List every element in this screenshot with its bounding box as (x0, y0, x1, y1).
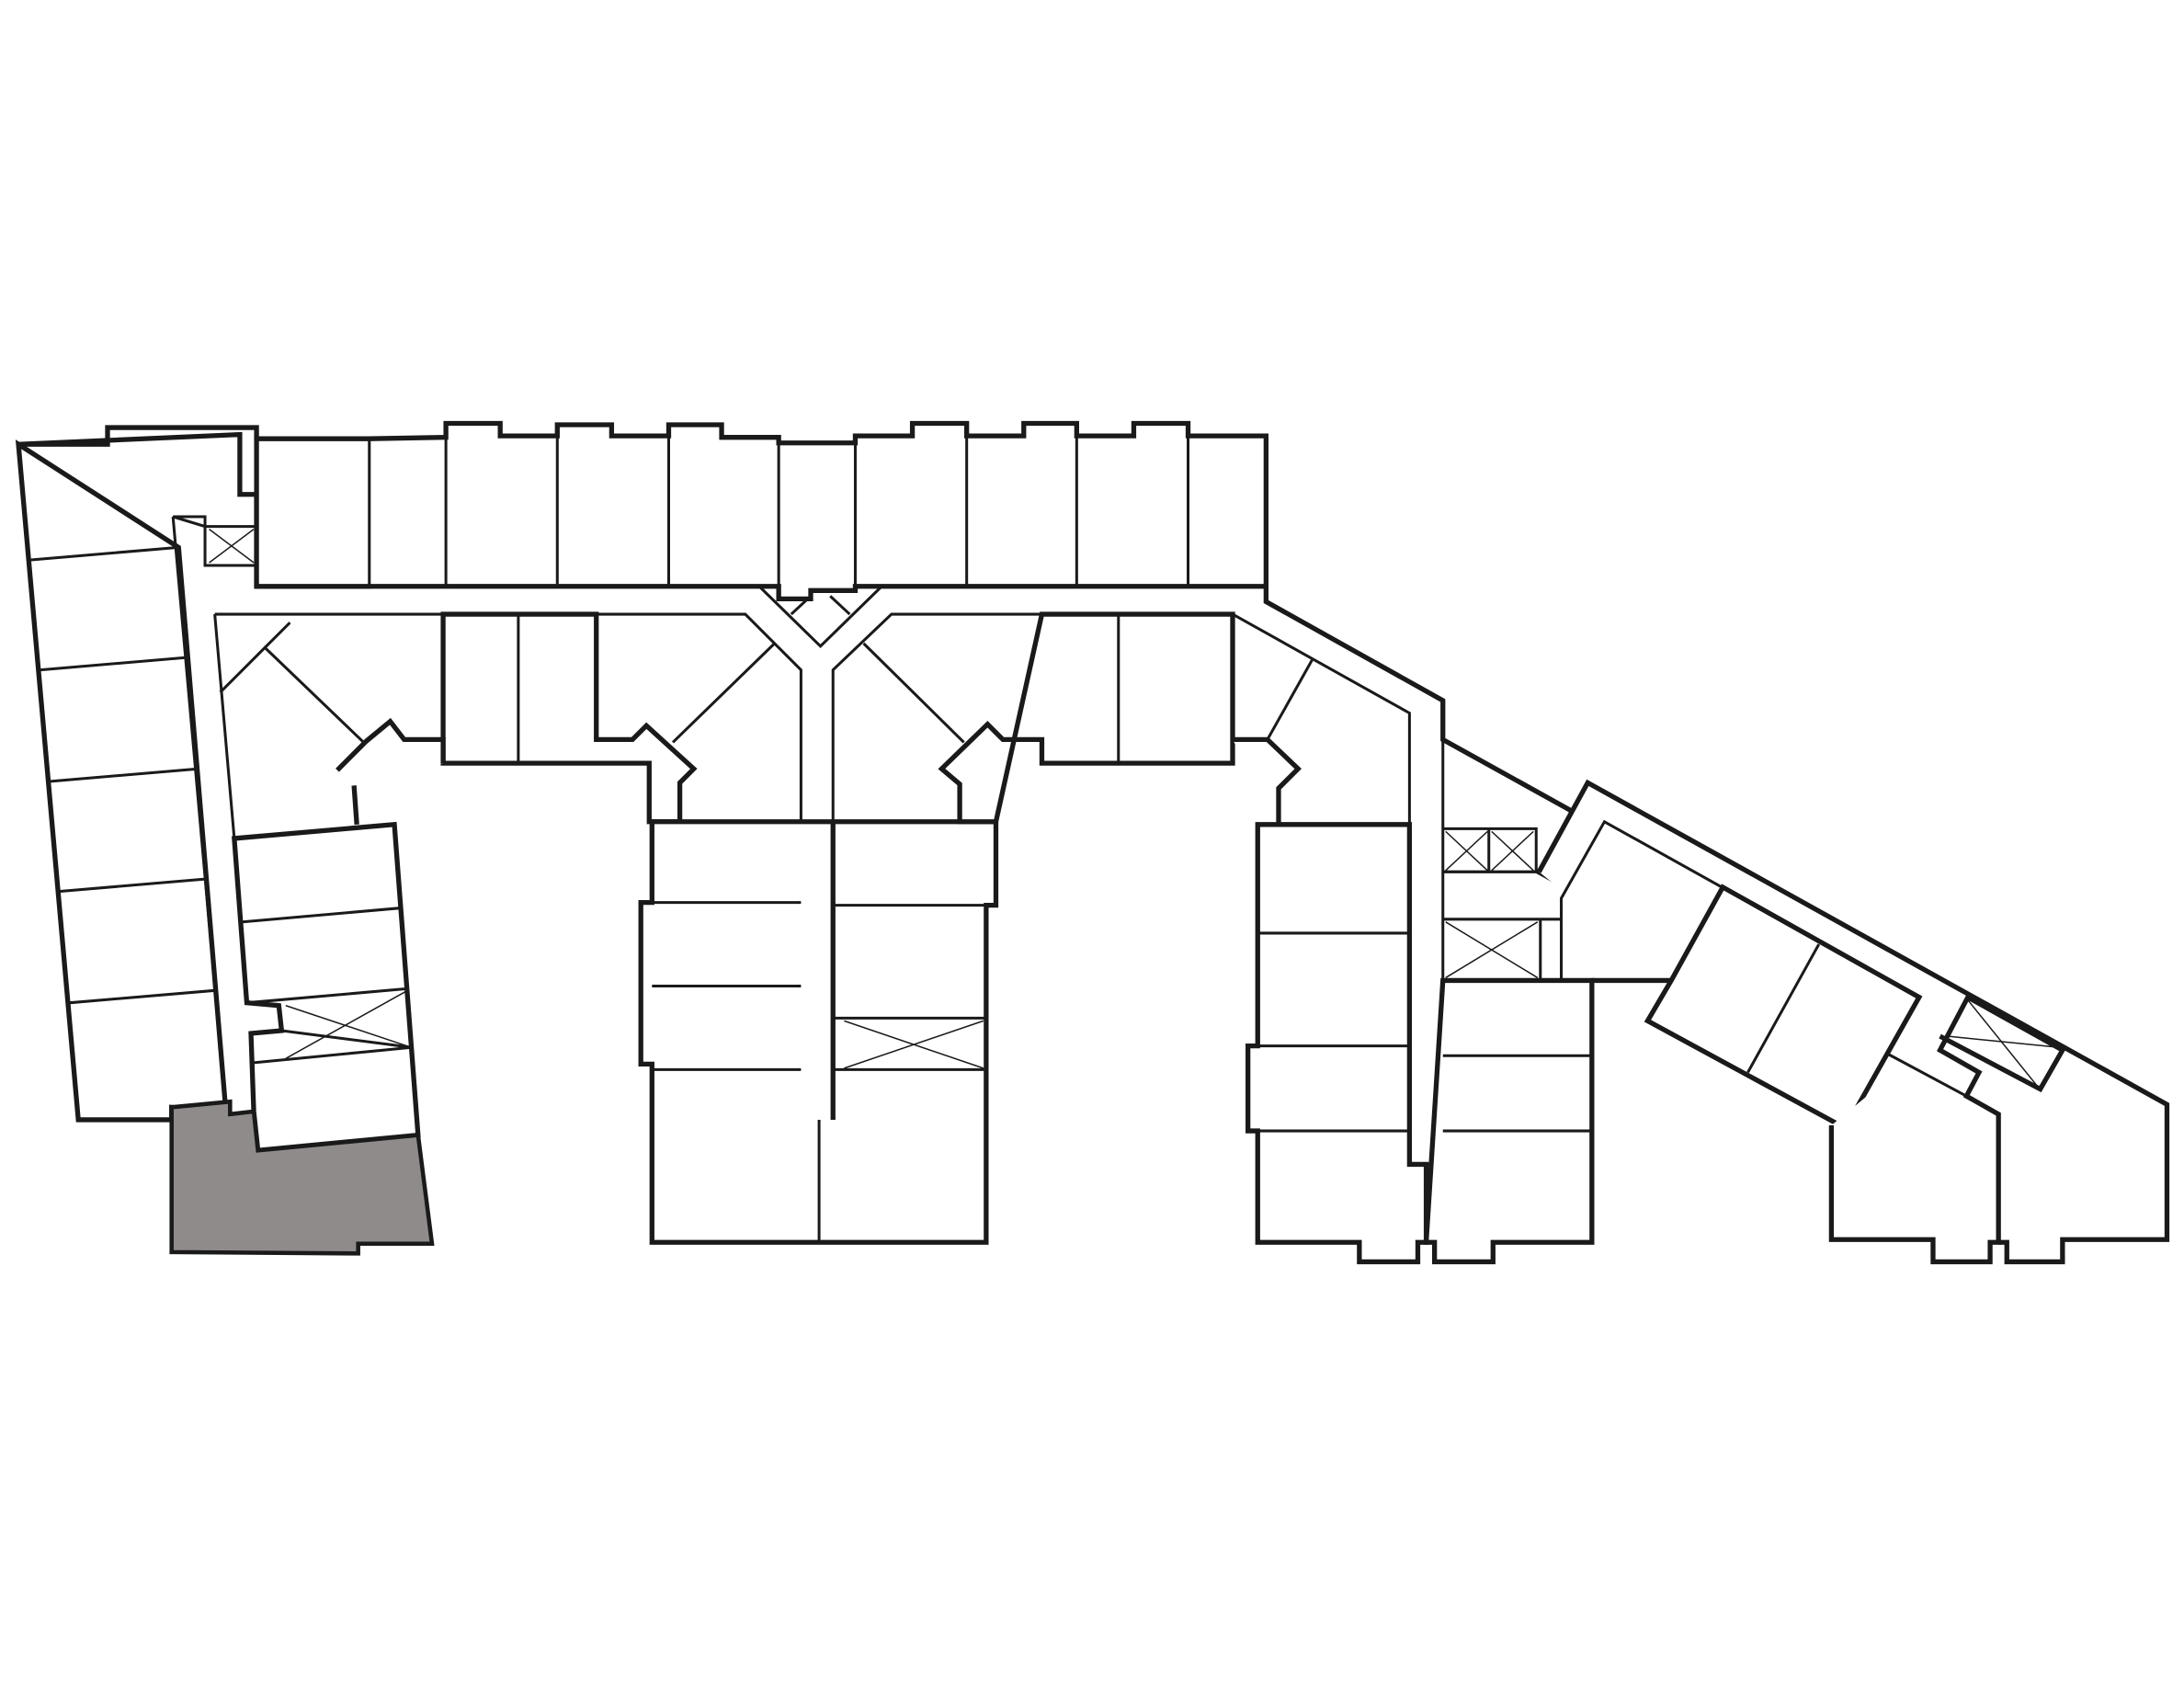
east-wing (1536, 779, 2170, 1265)
central-wing (638, 611, 1302, 1245)
north-wing (214, 420, 1269, 1122)
east-central-wing (1232, 586, 1595, 1265)
west-wing (15, 425, 435, 1256)
highlighted-unit[interactable] (169, 1099, 435, 1256)
